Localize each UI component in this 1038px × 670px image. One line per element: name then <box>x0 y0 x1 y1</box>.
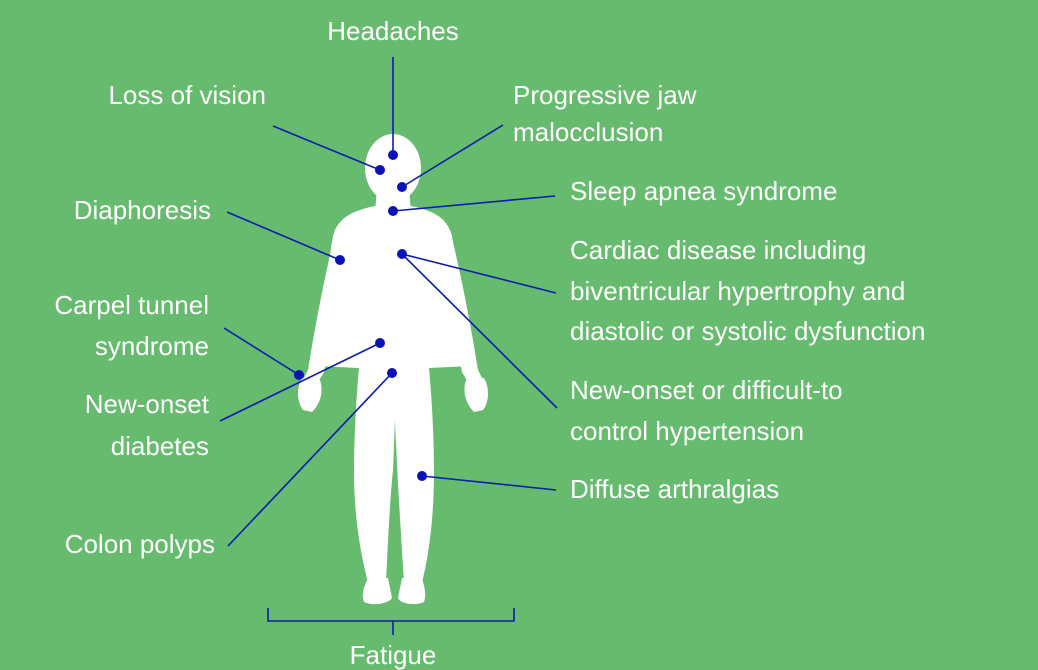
label-fatigue: Fatigue <box>350 640 437 670</box>
fatigue-bracket <box>268 608 514 635</box>
label-cardiac-line-3: diastolic or systolic dysfunction <box>570 316 925 346</box>
label-diabetes-line-2: diabetes <box>111 431 209 461</box>
label-hypertension-line-1: New-onset or difficult-to <box>570 375 843 405</box>
dot-diabetes <box>375 338 385 348</box>
label-arthralgias: Diffuse arthralgias <box>570 474 779 504</box>
symptom-labels: Headaches Loss of vision Progressive jaw… <box>54 16 925 670</box>
label-sleep-apnea: Sleep apnea syndrome <box>570 176 837 206</box>
label-cardiac-line-2: biventricular hypertrophy and <box>570 276 905 306</box>
label-jaw-line-2: malocclusion <box>513 117 663 147</box>
right-hand-shape <box>464 378 488 412</box>
dot-cardiac <box>397 249 407 259</box>
dot-arthralgias <box>417 471 427 481</box>
dot-diaphoresis <box>335 255 345 265</box>
leader-diaphoresis <box>227 212 340 260</box>
left-hand-shape <box>298 378 322 412</box>
leader-loss-of-vision <box>273 126 380 170</box>
dot-sleep-apnea <box>388 206 398 216</box>
dot-loss-of-vision <box>375 165 385 175</box>
label-headaches: Headaches <box>327 16 459 46</box>
left-foot-shape <box>363 578 392 604</box>
label-loss-of-vision: Loss of vision <box>108 80 266 110</box>
label-diabetes-line-1: New-onset <box>85 389 210 419</box>
leader-sleep-apnea <box>393 196 555 211</box>
leader-carpal <box>224 328 299 375</box>
label-colon-polyps: Colon polyps <box>65 529 215 559</box>
label-diaphoresis: Diaphoresis <box>74 195 211 225</box>
label-carpal-line-1: Carpel tunnel <box>54 290 209 320</box>
dot-carpal <box>294 370 304 380</box>
dot-headaches <box>388 150 398 160</box>
leader-arthralgias <box>422 476 556 490</box>
label-jaw-line-1: Progressive jaw <box>513 80 697 110</box>
label-hypertension-line-2: control hypertension <box>570 416 804 446</box>
dot-colon-polyps <box>387 368 397 378</box>
label-carpal-line-2: syndrome <box>95 331 209 361</box>
right-foot-shape <box>398 578 425 604</box>
dot-jaw <box>397 182 407 192</box>
label-cardiac-line-1: Cardiac disease including <box>570 235 866 265</box>
